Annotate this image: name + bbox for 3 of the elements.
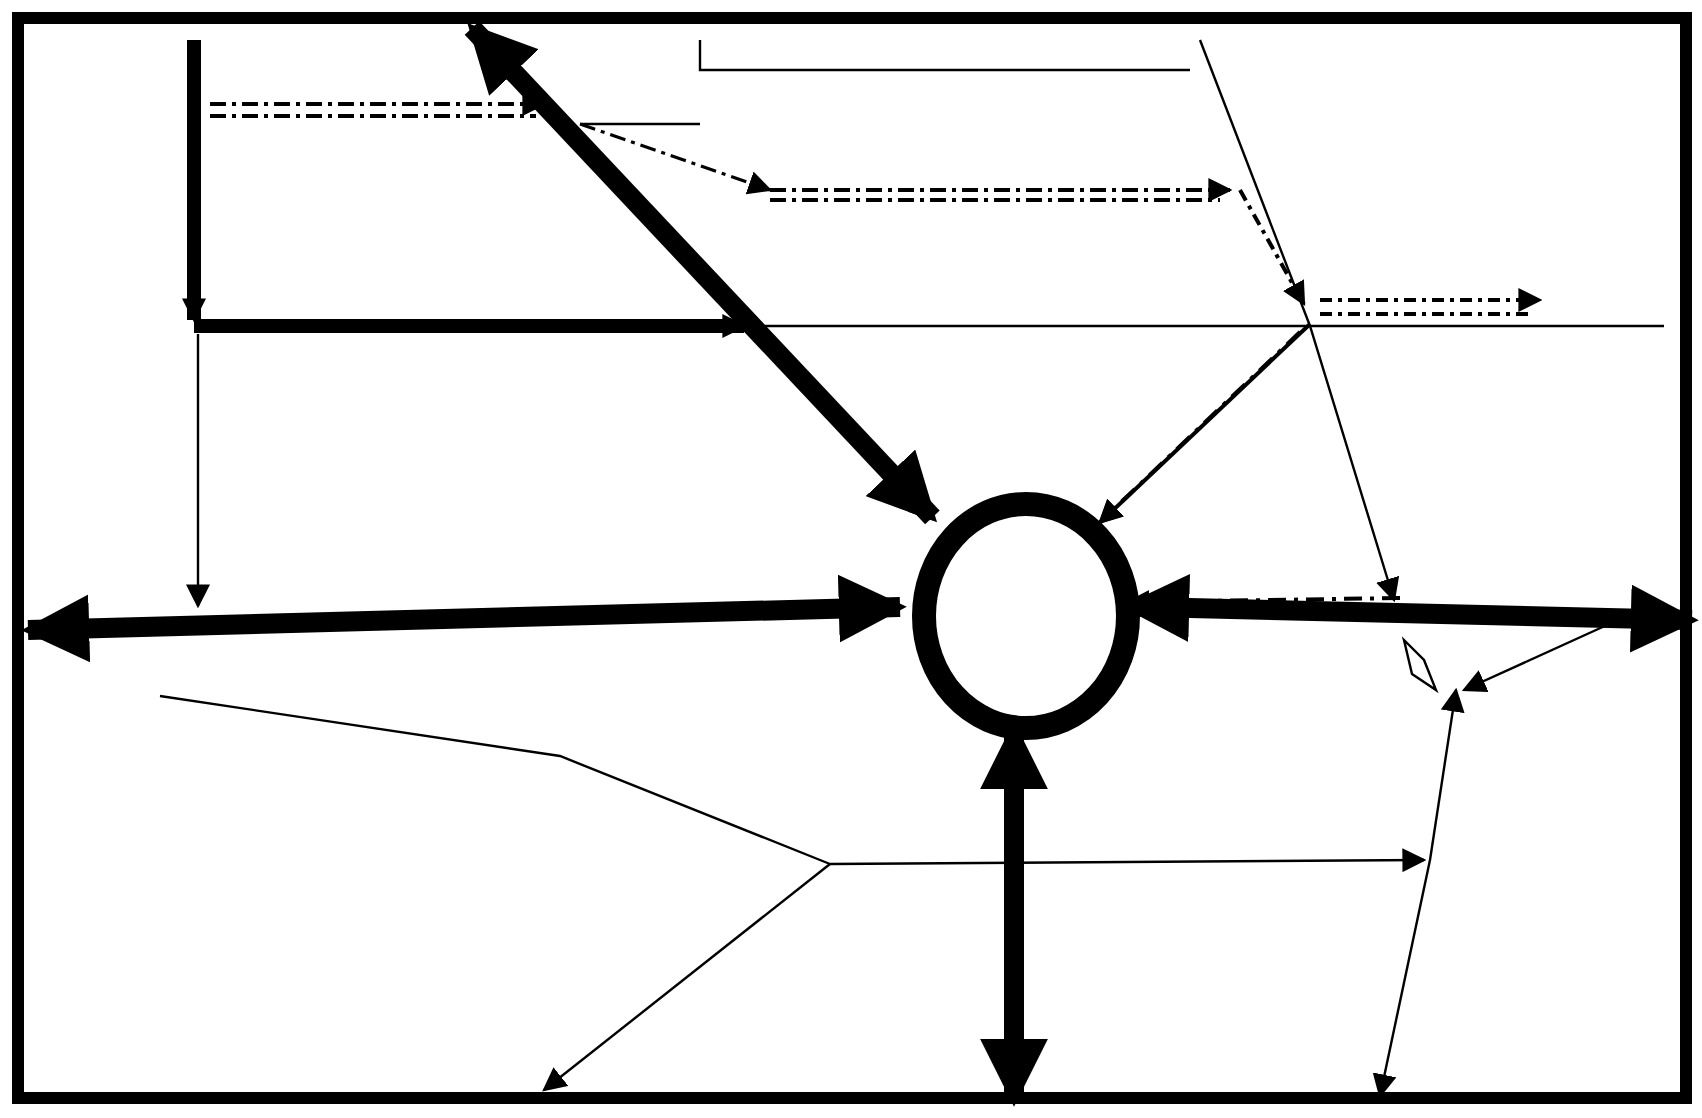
double-arrow: [464, 21, 940, 525]
double-arrow: [21, 574, 907, 663]
ellipse-node: [912, 492, 1140, 740]
